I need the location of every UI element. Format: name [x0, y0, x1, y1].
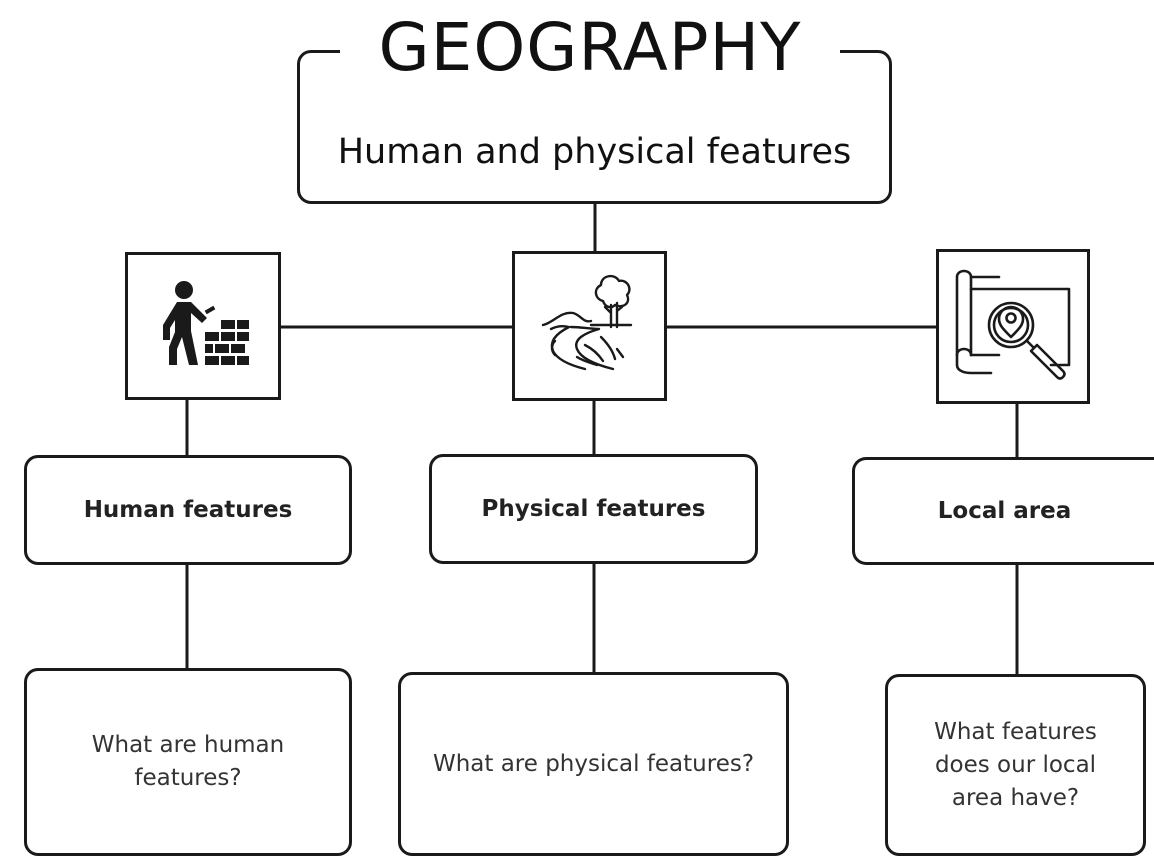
bricklayer-icon-box	[125, 252, 281, 400]
map-search-icon-box	[936, 249, 1090, 404]
diagram-subtitle: Human and physical features	[337, 132, 852, 172]
physical-features-question-box: What are physical features?	[398, 672, 789, 856]
human-features-label: Human features	[83, 497, 293, 523]
diagram-title: GEOGRAPHY	[340, 8, 840, 88]
local-area-question-box: What features does our local area have?	[885, 674, 1146, 856]
physical-features-label: Physical features	[481, 496, 706, 522]
local-area-box: Local area	[852, 457, 1154, 565]
human-features-question-box: What are human features?	[24, 668, 352, 856]
bricklayer-icon	[163, 281, 249, 365]
river-landscape-icon-box	[512, 251, 667, 401]
map-search-icon	[955, 269, 1071, 380]
physical-features-question: What are physical features?	[432, 750, 755, 777]
local-area-label: Local area	[937, 498, 1072, 524]
river-landscape-icon	[541, 274, 632, 371]
physical-features-box: Physical features	[429, 454, 758, 564]
human-features-box: Human features	[24, 455, 352, 565]
local-area-question: What features does our local area have?	[934, 718, 1097, 811]
human-features-question: What are human features?	[91, 732, 285, 791]
